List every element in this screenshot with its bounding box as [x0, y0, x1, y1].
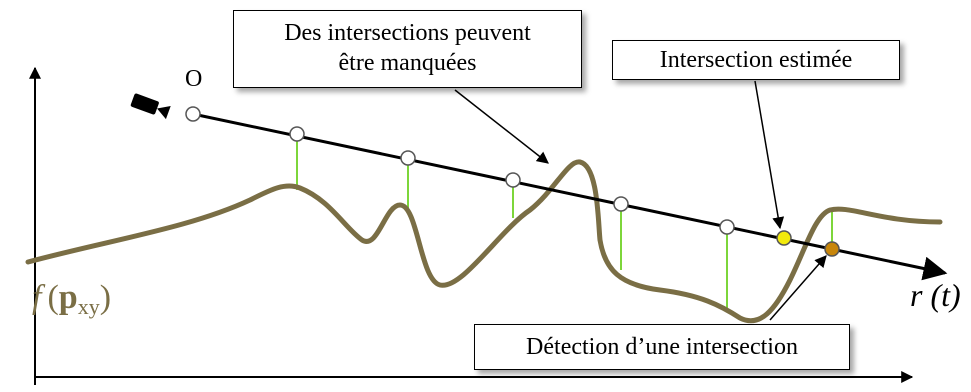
callout-detected-intersection: Détection d’une intersection — [474, 324, 850, 370]
callout-missed-line2: être manquées — [338, 50, 477, 76]
ray-line — [192, 112, 948, 281]
surface-curve — [25, 159, 943, 324]
arrow-detected — [769, 255, 827, 321]
surface-label-f: f — [32, 279, 46, 316]
sample-point-1 — [289, 126, 305, 142]
estimated-intersection-point — [776, 230, 792, 246]
sample-point-2 — [400, 150, 416, 166]
sample-point-4 — [613, 196, 629, 212]
svg-text:f(pxy): f(pxy) — [32, 279, 111, 319]
video-camera-icon — [130, 93, 171, 120]
callout-estimated-text: Intersection estimée — [659, 47, 853, 73]
origin-label: O — [185, 66, 202, 92]
sample-point-3 — [505, 172, 521, 188]
ray-label: r (t) — [910, 277, 961, 313]
surface-label-sub: xy — [78, 294, 100, 319]
detected-intersection-point — [824, 241, 840, 257]
surface-label: f(pxy) — [32, 279, 111, 319]
arrow-estimated — [754, 80, 785, 230]
callout-missed-line1: Des intersections peuvent — [284, 20, 531, 46]
callout-detected-text: Détection d’une intersection — [526, 334, 798, 360]
arrow-missed — [454, 89, 549, 164]
sample-point-5 — [719, 219, 735, 235]
sample-points — [185, 106, 735, 235]
origin-point — [185, 106, 201, 122]
surface-label-p: p — [59, 279, 78, 316]
callout-estimated-intersection: Intersection estimée — [612, 40, 900, 80]
sample-lines — [296, 134, 833, 308]
callout-missed-intersections: Des intersections peuvent être manquées — [233, 10, 582, 88]
